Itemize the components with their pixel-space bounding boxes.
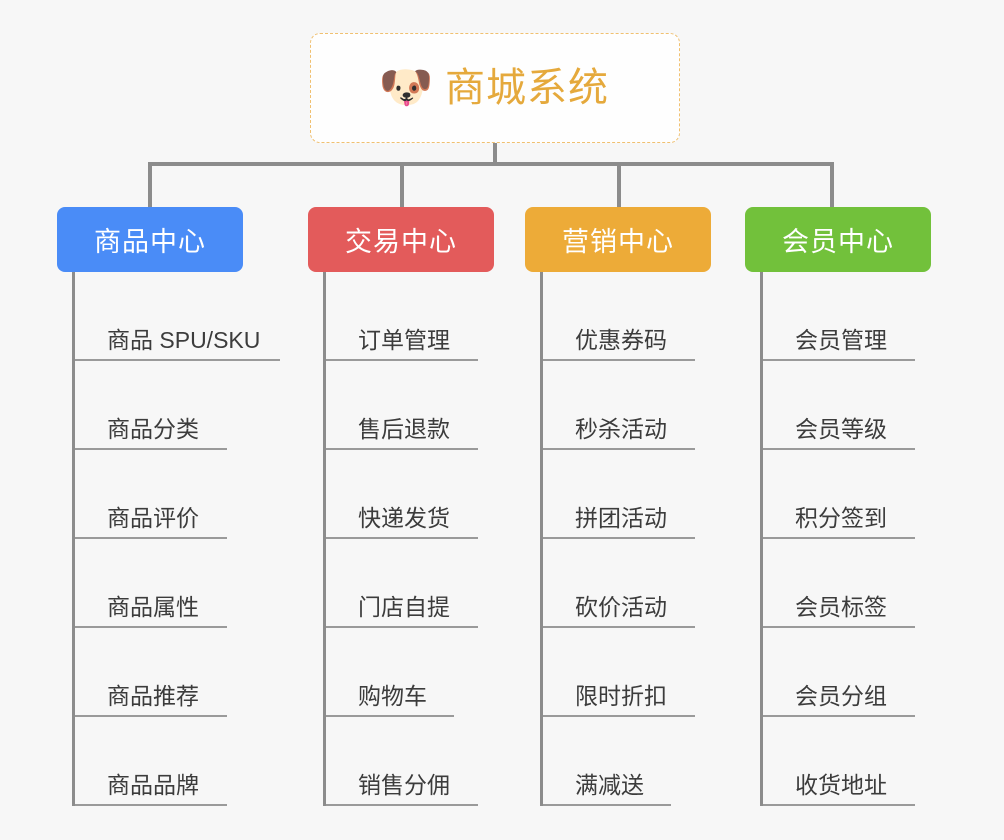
list-item-underline xyxy=(75,448,227,450)
list-item-label: 秒杀活动 xyxy=(575,416,667,442)
list-item[interactable]: 商品品牌 xyxy=(75,717,282,806)
list-item-label: 购物车 xyxy=(358,683,427,709)
list-item-underline xyxy=(75,537,227,539)
list-item-underline xyxy=(326,804,478,806)
list-item[interactable]: 秒杀活动 xyxy=(543,361,750,450)
list-item-label: 售后退款 xyxy=(358,416,450,442)
list-item-label: 快递发货 xyxy=(358,505,450,531)
branch-items-marketing: 优惠券码 秒杀活动 拼团活动 砍价活动 限时折扣 满减送 xyxy=(540,272,750,806)
list-item-underline xyxy=(75,626,227,628)
list-item[interactable]: 会员标签 xyxy=(763,539,970,628)
branch-column-product: 商品中心 商品 SPU/SKU 商品分类 商品评价 商品属性 商品推荐 xyxy=(57,207,282,806)
list-item[interactable]: 会员管理 xyxy=(763,272,970,361)
list-item-underline xyxy=(75,804,227,806)
list-item-label: 商品品牌 xyxy=(107,772,199,798)
branch-items-trade: 订单管理 售后退款 快递发货 门店自提 购物车 销售分佣 xyxy=(323,272,533,806)
list-item[interactable]: 收货地址 xyxy=(763,717,970,806)
list-item-label: 会员管理 xyxy=(795,327,887,353)
list-item-label: 会员标签 xyxy=(795,594,887,620)
branch-items-member: 会员管理 会员等级 积分签到 会员标签 会员分组 收货地址 xyxy=(760,272,970,806)
list-item-underline xyxy=(763,448,915,450)
list-item[interactable]: 积分签到 xyxy=(763,450,970,539)
list-item[interactable]: 会员等级 xyxy=(763,361,970,450)
list-item-underline xyxy=(763,359,915,361)
list-item-underline xyxy=(543,448,695,450)
list-item-label: 限时折扣 xyxy=(575,683,667,709)
list-item-label: 会员等级 xyxy=(795,416,887,442)
branch-column-trade: 交易中心 订单管理 售后退款 快递发货 门店自提 购物车 xyxy=(308,207,533,806)
list-item[interactable]: 商品属性 xyxy=(75,539,282,628)
branch-header-member[interactable]: 会员中心 xyxy=(745,207,931,272)
list-item-label: 会员分组 xyxy=(795,683,887,709)
list-item[interactable]: 订单管理 xyxy=(326,272,533,361)
list-item-underline xyxy=(763,537,915,539)
list-item-label: 积分签到 xyxy=(795,505,887,531)
list-item-underline xyxy=(326,715,454,717)
list-item-underline xyxy=(763,804,915,806)
list-item-underline xyxy=(326,448,478,450)
list-item[interactable]: 商品推荐 xyxy=(75,628,282,717)
branch-items-product: 商品 SPU/SKU 商品分类 商品评价 商品属性 商品推荐 商品品牌 xyxy=(72,272,282,806)
branch-header-product[interactable]: 商品中心 xyxy=(57,207,243,272)
list-item[interactable]: 优惠券码 xyxy=(543,272,750,361)
list-item-label: 商品评价 xyxy=(107,505,199,531)
list-item-label: 商品分类 xyxy=(107,416,199,442)
list-item-underline xyxy=(326,359,478,361)
branch-column-member: 会员中心 会员管理 会员等级 积分签到 会员标签 会员分组 xyxy=(745,207,970,806)
list-item-label: 砍价活动 xyxy=(575,594,667,620)
branch-header-marketing[interactable]: 营销中心 xyxy=(525,207,711,272)
connector-drop-3 xyxy=(617,162,621,208)
list-item[interactable]: 商品分类 xyxy=(75,361,282,450)
list-item[interactable]: 售后退款 xyxy=(326,361,533,450)
list-item-label: 收货地址 xyxy=(795,772,887,798)
list-item-underline xyxy=(75,359,280,361)
connector-drop-2 xyxy=(400,162,404,208)
connector-horizontal-bus xyxy=(148,162,834,166)
connector-drop-4 xyxy=(830,162,834,208)
connector-root-stem xyxy=(493,143,497,165)
branch-header-trade[interactable]: 交易中心 xyxy=(308,207,494,272)
list-item-underline xyxy=(326,626,478,628)
list-item[interactable]: 会员分组 xyxy=(763,628,970,717)
list-item-underline xyxy=(326,537,478,539)
list-item[interactable]: 商品 SPU/SKU xyxy=(75,272,282,361)
shiba-dog-face-icon: 🐶 xyxy=(378,63,434,112)
list-item-underline xyxy=(543,537,695,539)
list-item-underline xyxy=(763,715,915,717)
list-item[interactable]: 限时折扣 xyxy=(543,628,750,717)
list-item-label: 拼团活动 xyxy=(575,505,667,531)
list-item-label: 优惠券码 xyxy=(575,327,667,353)
list-item[interactable]: 销售分佣 xyxy=(326,717,533,806)
list-item[interactable]: 满减送 xyxy=(543,717,750,806)
root-title: 商城系统 xyxy=(445,66,609,110)
list-item-underline xyxy=(763,626,915,628)
list-item-label: 满减送 xyxy=(575,772,644,798)
list-item-underline xyxy=(543,804,671,806)
root-node[interactable]: 🐶 商城系统 xyxy=(310,33,680,143)
list-item[interactable]: 快递发货 xyxy=(326,450,533,539)
list-item-underline xyxy=(543,715,695,717)
list-item-underline xyxy=(543,359,695,361)
list-item-underline xyxy=(543,626,695,628)
list-item-label: 订单管理 xyxy=(358,327,450,353)
list-item[interactable]: 商品评价 xyxy=(75,450,282,539)
list-item-label: 门店自提 xyxy=(358,594,450,620)
list-item-underline xyxy=(75,715,227,717)
list-item-label: 销售分佣 xyxy=(358,772,450,798)
list-item-label: 商品推荐 xyxy=(107,683,199,709)
list-item[interactable]: 砍价活动 xyxy=(543,539,750,628)
branch-column-marketing: 营销中心 优惠券码 秒杀活动 拼团活动 砍价活动 限时折扣 xyxy=(525,207,750,806)
connector-drop-1 xyxy=(148,162,152,208)
list-item[interactable]: 购物车 xyxy=(326,628,533,717)
list-item-label: 商品 SPU/SKU xyxy=(107,327,261,353)
list-item-label: 商品属性 xyxy=(107,594,199,620)
list-item[interactable]: 拼团活动 xyxy=(543,450,750,539)
list-item[interactable]: 门店自提 xyxy=(326,539,533,628)
